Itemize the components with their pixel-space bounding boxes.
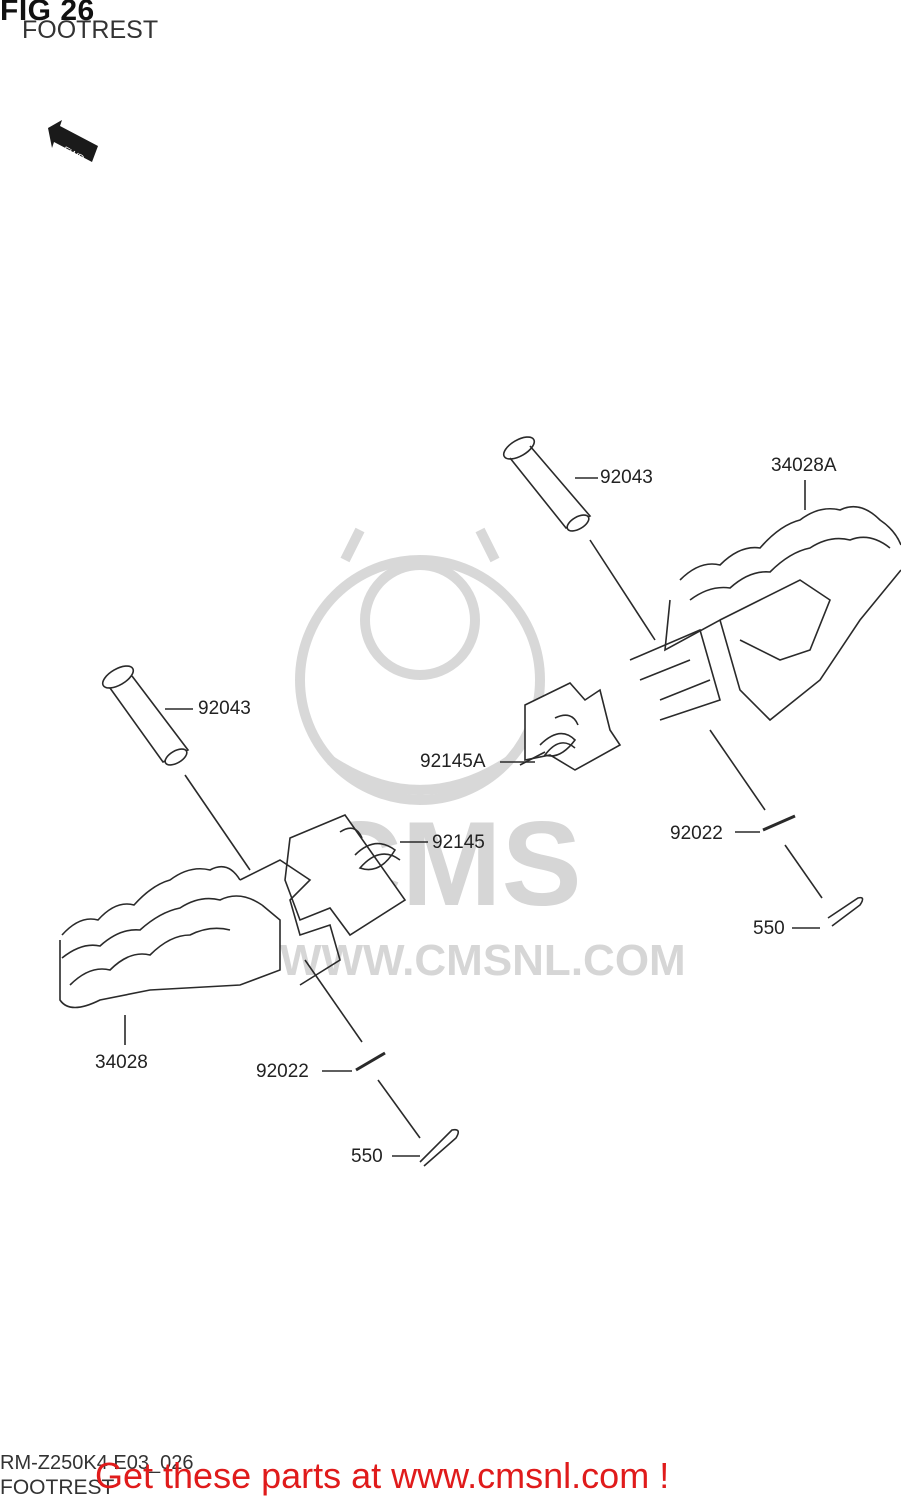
figure-subtitle: FOOTREST xyxy=(22,16,159,44)
footrest-right-drawing xyxy=(629,480,901,722)
part-label-spring-right[interactable]: 92145A xyxy=(420,751,486,772)
part-label-pin-lower[interactable]: 92043 xyxy=(198,698,251,719)
pin-upper-drawing xyxy=(502,436,656,641)
part-label-spring-left[interactable]: 92145 xyxy=(432,832,485,853)
part-label-washer-left[interactable]: 92022 xyxy=(256,1061,309,1082)
part-label-footrest-right[interactable]: 34028A xyxy=(771,455,837,476)
fwd-arrow-icon: FWD xyxy=(48,120,98,165)
part-label-cotter-left[interactable]: 550 xyxy=(351,1146,383,1167)
watermark-logo xyxy=(295,527,545,805)
part-label-pin-upper[interactable]: 92043 xyxy=(600,467,653,488)
part-label-cotter-right[interactable]: 550 xyxy=(753,918,785,939)
promo-link[interactable]: Get these parts at www.cmsnl.com ! xyxy=(95,1455,670,1496)
spring-right-drawing xyxy=(500,682,622,771)
pin-lower-drawing xyxy=(101,665,251,871)
figure-title: FIG 26 xyxy=(0,0,95,27)
part-label-footrest-left[interactable]: 34028 xyxy=(95,1052,148,1073)
svg-text:WWW.CMSNL.COM: WWW.CMSNL.COM xyxy=(280,936,686,985)
diagram-code: RM-Z250K4 E03_026 xyxy=(0,1452,194,1474)
left-fasteners-drawing xyxy=(304,959,460,1167)
diagram-name: FOOTREST xyxy=(0,1476,115,1499)
footrest-left-drawing xyxy=(59,859,341,1045)
right-fasteners-drawing xyxy=(709,729,864,929)
part-label-washer-right[interactable]: 92022 xyxy=(670,823,723,844)
spring-left-drawing xyxy=(284,814,428,937)
